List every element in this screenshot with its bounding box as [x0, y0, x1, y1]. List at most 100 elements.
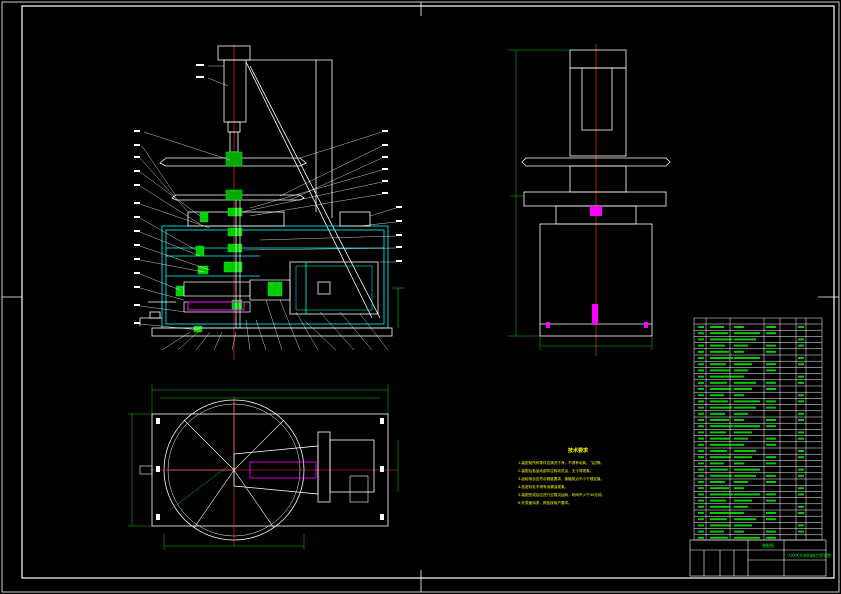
parts-cell-text	[766, 326, 776, 328]
parts-cell-text	[710, 474, 732, 477]
parts-cell-text	[698, 493, 704, 496]
parts-cell-text	[698, 381, 704, 384]
parts-cell-text	[766, 493, 776, 496]
tech-req-line-1: 1.装配前所有零件应清洗干净，不得有毛刺、飞边等。	[518, 460, 604, 465]
parts-cell-text	[710, 375, 734, 378]
parts-cell-text	[698, 443, 704, 446]
parts-cell-text	[798, 381, 804, 384]
parts-cell-text	[734, 437, 748, 440]
parts-list-fill	[698, 326, 804, 539]
parts-cell-text	[710, 419, 729, 421]
tech-req-line-4: 4.各密封处不得有渗漏油现象。	[518, 484, 568, 489]
parts-cell-text	[698, 437, 704, 440]
lower-handwheel	[171, 189, 305, 201]
parts-cell-text	[710, 456, 731, 459]
parts-cell-text	[710, 462, 724, 465]
parts-cell-text	[766, 406, 776, 409]
parts-cell-text	[710, 536, 728, 539]
parts-cell-text	[766, 512, 776, 514]
parts-cell-text	[798, 512, 804, 514]
parts-cell-text	[766, 419, 776, 421]
parts-cell-text	[766, 518, 776, 521]
parts-cell-text	[766, 344, 776, 347]
parts-cell-text	[710, 499, 726, 502]
tech-req-line-3: 3.齿轮啮合应符合精度要求，接触斑点不小于规定值。	[518, 476, 604, 481]
parts-cell-text	[798, 450, 804, 452]
front-view	[134, 44, 404, 360]
title-block-drawing-name: 装配图	[762, 542, 774, 548]
parts-cell-text	[710, 326, 724, 328]
parts-cell-text	[710, 487, 729, 490]
parts-cell-text	[734, 493, 760, 496]
motor	[289, 261, 379, 315]
parts-cell-text	[734, 344, 748, 347]
parts-cell-text	[710, 468, 728, 471]
parts-cell-text	[734, 419, 744, 421]
parts-cell-text	[734, 363, 752, 366]
parts-cell-text	[698, 481, 704, 483]
parts-cell-text	[734, 487, 744, 490]
parts-cell-text	[798, 400, 804, 403]
tech-req-line-6: 6.外表面涂漆，颜色按用户要求。	[518, 500, 572, 505]
parts-cell-text	[798, 468, 804, 471]
parts-cell-text	[710, 450, 727, 452]
parts-cell-text	[734, 474, 756, 477]
parts-cell-text	[734, 468, 760, 471]
gearbox-housing	[161, 225, 389, 329]
parts-cell-text	[710, 394, 724, 397]
parts-cell-text	[734, 338, 756, 341]
parts-cell-text	[710, 388, 731, 390]
parts-cell-text	[766, 350, 776, 353]
parts-cell-text	[734, 481, 748, 483]
parts-cell-text	[710, 338, 732, 341]
parts-cell-text	[698, 412, 704, 415]
parts-cell-text	[798, 505, 804, 508]
parts-cell-text	[698, 375, 704, 378]
parts-cell-text	[698, 512, 704, 514]
parts-cell-text	[698, 450, 704, 452]
parts-cell-text	[698, 474, 704, 477]
parts-cell-text	[698, 388, 704, 390]
parts-cell-text	[766, 499, 776, 502]
parts-cell-text	[798, 487, 804, 490]
parts-cell-text	[710, 512, 734, 514]
parts-cell-text	[766, 443, 776, 446]
parts-cell-text	[734, 450, 756, 452]
parts-cell-text	[734, 326, 744, 328]
parts-cell-text	[734, 505, 748, 508]
parts-cell-text	[798, 344, 804, 347]
parts-cell-text	[698, 499, 704, 502]
parts-cell-text	[710, 505, 730, 508]
parts-cell-text	[798, 437, 804, 440]
parts-cell-text	[766, 369, 776, 372]
parts-cell-text	[698, 326, 704, 328]
parts-cell-text	[766, 381, 776, 384]
parts-cell-text	[698, 431, 704, 434]
parts-cell-text	[710, 350, 729, 353]
parts-cell-text	[734, 456, 752, 459]
parts-cell-text	[734, 394, 744, 397]
parts-cell-text	[734, 425, 760, 428]
tech-requirements-title: 技术要求	[568, 447, 589, 454]
tech-req-line-2: 2.装配后各运动部件应转动灵活，无卡滞现象。	[518, 468, 593, 473]
parts-cell-text	[734, 412, 748, 415]
parts-cell-text	[698, 332, 704, 335]
parts-cell-text	[734, 406, 756, 409]
parts-cell-text	[734, 431, 752, 434]
parts-cell-text	[698, 344, 704, 347]
parts-cell-text	[766, 481, 776, 483]
parts-list	[693, 317, 823, 541]
parts-cell-text	[766, 536, 776, 539]
title-block	[689, 539, 827, 577]
parts-cell-text	[734, 530, 744, 533]
parts-cell-text	[698, 363, 704, 366]
parts-cell-text	[734, 462, 744, 465]
parts-cell-text	[734, 518, 756, 521]
parts-cell-text	[734, 369, 748, 372]
parts-cell-text	[710, 357, 733, 359]
parts-cell-text	[710, 369, 730, 372]
parts-cell-text	[798, 419, 804, 421]
parts-cell-text	[798, 363, 804, 366]
parts-cell-text	[766, 474, 776, 477]
